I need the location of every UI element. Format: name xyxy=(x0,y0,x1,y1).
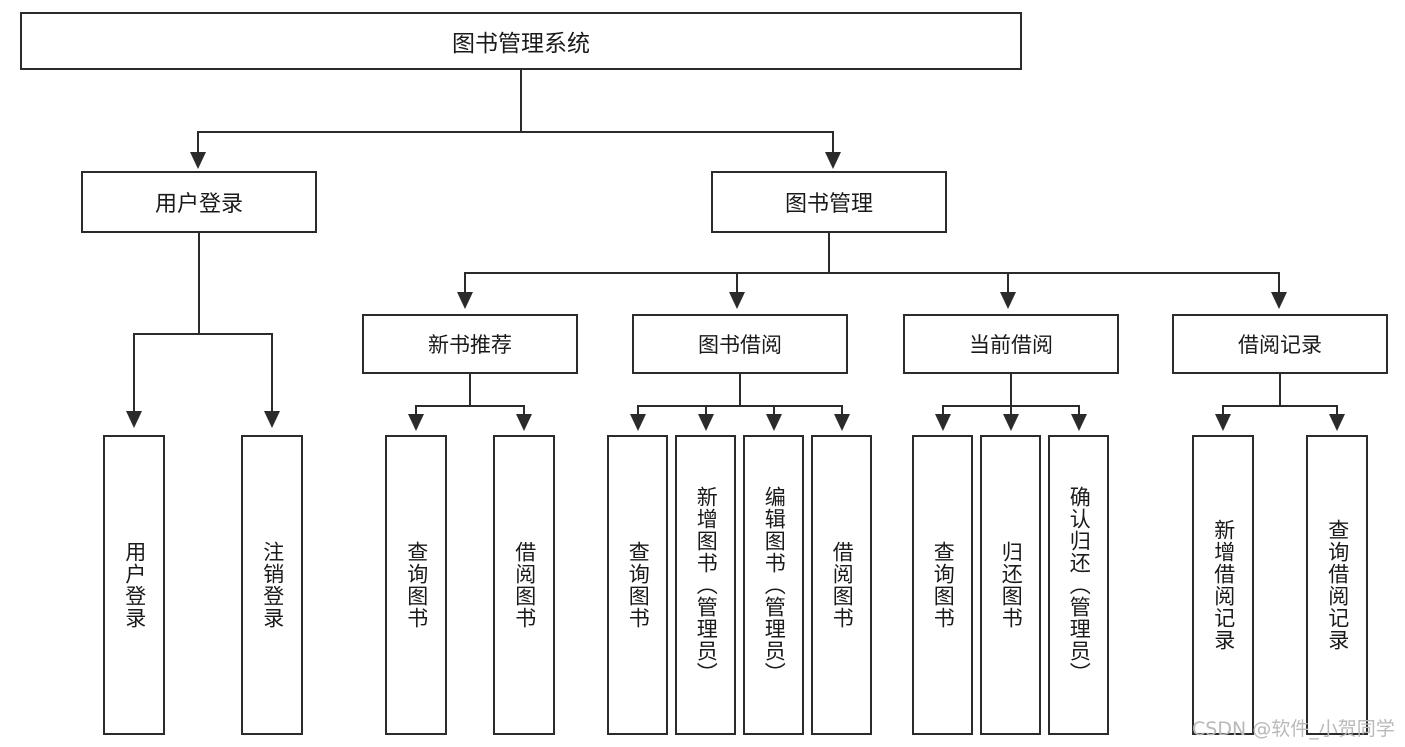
leaf-label: 新增图书（管理员） xyxy=(694,486,719,684)
edge-book-borrow-drop-2 xyxy=(705,405,707,417)
arrowhead-new-book-recommend xyxy=(457,292,473,309)
arrowhead-leaf-add-record xyxy=(1215,414,1231,431)
edge-current-borrow-drop-1 xyxy=(942,405,944,417)
arrowhead-leaf-borrow-book-1 xyxy=(516,414,532,431)
edge-current-borrow-drop-2 xyxy=(1010,405,1012,417)
leaf-query-borrow-record[interactable]: 查询借阅记录 xyxy=(1306,435,1368,735)
leaf-label: 归还图书 xyxy=(999,541,1024,629)
leaf-borrow-book-recommend[interactable]: 借阅图书 xyxy=(493,435,555,735)
edge-root-to-user-login xyxy=(197,131,199,154)
leaf-label: 编辑图书（管理员） xyxy=(762,486,787,684)
arrowhead-user-login xyxy=(190,152,206,169)
leaf-borrow-book[interactable]: 借阅图书 xyxy=(811,435,872,735)
leaf-label: 确认归还（管理员） xyxy=(1067,486,1092,684)
edge-root-bus xyxy=(197,131,834,133)
leaf-label: 查询图书 xyxy=(404,541,429,629)
leaf-add-borrow-record[interactable]: 新增借阅记录 xyxy=(1192,435,1254,735)
edge-user-login-drop-1 xyxy=(133,333,135,413)
node-label: 图书管理 xyxy=(784,192,873,217)
edge-book-borrow-bus xyxy=(637,405,843,407)
arrowhead-leaf-add-book xyxy=(698,414,714,431)
edge-user-login-stem xyxy=(198,233,200,334)
leaf-edit-book-admin[interactable]: 编辑图书（管理员） xyxy=(743,435,804,735)
node-label: 图书借阅 xyxy=(698,333,782,357)
edge-current-borrow-drop-3 xyxy=(1078,405,1080,417)
arrowhead-leaf-user-login xyxy=(126,411,142,428)
leaf-return-book[interactable]: 归还图书 xyxy=(980,435,1041,735)
leaf-label: 借阅图书 xyxy=(830,541,855,629)
leaf-add-book-admin[interactable]: 新增图书（管理员） xyxy=(675,435,736,735)
node-label: 当前借阅 xyxy=(969,333,1053,357)
arrowhead-book-borrow xyxy=(729,292,745,309)
leaf-label: 新增借阅记录 xyxy=(1211,519,1236,651)
edge-borrow-record-drop-1 xyxy=(1222,405,1224,417)
arrowhead-leaf-logout xyxy=(264,411,280,428)
leaf-label: 查询图书 xyxy=(626,541,651,629)
edge-book-borrow-drop-3 xyxy=(773,405,775,417)
arrowhead-leaf-borrow-book-2 xyxy=(834,414,850,431)
node-book-borrow[interactable]: 图书借阅 xyxy=(632,314,848,374)
edge-user-login-bus xyxy=(133,333,272,335)
leaf-label: 查询借阅记录 xyxy=(1325,519,1350,651)
arrowhead-leaf-confirm-return xyxy=(1071,414,1087,431)
node-label: 图书管理系统 xyxy=(452,31,590,57)
edge-borrow-record-drop-2 xyxy=(1336,405,1338,417)
arrowhead-leaf-edit-book xyxy=(766,414,782,431)
edge-book-mgmt-stem xyxy=(828,233,830,273)
arrowhead-leaf-query-book-3 xyxy=(935,414,951,431)
leaf-label: 查询图书 xyxy=(931,541,956,629)
edge-book-borrow-drop-1 xyxy=(637,405,639,417)
edge-borrow-record-bus xyxy=(1222,405,1338,407)
node-new-book-recommend[interactable]: 新书推荐 xyxy=(362,314,578,374)
leaf-logout[interactable]: 注销登录 xyxy=(241,435,303,735)
arrowhead-book-mgmt xyxy=(825,152,841,169)
arrowhead-current-borrow xyxy=(1000,292,1016,309)
node-label: 借阅记录 xyxy=(1238,333,1322,357)
edge-book-borrow-drop-4 xyxy=(841,405,843,417)
edge-user-login-drop-2 xyxy=(271,333,273,413)
edge-new-book-drop-1 xyxy=(415,405,417,417)
leaf-query-book-borrow[interactable]: 查询图书 xyxy=(607,435,668,735)
leaf-confirm-return-admin[interactable]: 确认归还（管理员） xyxy=(1048,435,1109,735)
node-user-login[interactable]: 用户登录 xyxy=(81,171,317,233)
leaf-label: 借阅图书 xyxy=(512,541,537,629)
edge-bus-drop-borrow-record xyxy=(1278,272,1280,294)
leaf-label: 用户登录 xyxy=(122,541,147,629)
edge-bus-drop-new-book xyxy=(464,272,466,294)
edge-root-to-book-mgmt xyxy=(832,131,834,154)
leaf-label: 注销登录 xyxy=(260,541,285,629)
edge-bus-drop-book-borrow xyxy=(736,272,738,294)
node-label: 用户登录 xyxy=(154,192,243,217)
node-root-system[interactable]: 图书管理系统 xyxy=(20,12,1022,70)
edge-new-book-bus xyxy=(415,405,525,407)
arrowhead-leaf-query-book-2 xyxy=(630,414,646,431)
leaf-query-book-recommend[interactable]: 查询图书 xyxy=(385,435,447,735)
edge-current-borrow-stem xyxy=(1010,374,1012,406)
arrowhead-leaf-query-record xyxy=(1329,414,1345,431)
leaf-query-book-current[interactable]: 查询图书 xyxy=(912,435,973,735)
edge-root-stem xyxy=(520,70,522,132)
node-borrow-record[interactable]: 借阅记录 xyxy=(1172,314,1388,374)
arrowhead-leaf-return-book xyxy=(1003,414,1019,431)
edge-new-book-stem xyxy=(469,374,471,406)
node-book-management[interactable]: 图书管理 xyxy=(711,171,947,233)
edge-bus-drop-current-borrow xyxy=(1007,272,1009,294)
node-current-borrow[interactable]: 当前借阅 xyxy=(903,314,1119,374)
arrowhead-borrow-record xyxy=(1271,292,1287,309)
edge-new-book-drop-2 xyxy=(523,405,525,417)
edge-book-borrow-stem xyxy=(739,374,741,406)
node-label: 新书推荐 xyxy=(428,333,512,357)
edge-book-mgmt-bus xyxy=(464,272,1280,274)
arrowhead-leaf-query-book-1 xyxy=(408,414,424,431)
leaf-user-login[interactable]: 用户登录 xyxy=(103,435,165,735)
edge-borrow-record-stem xyxy=(1279,374,1281,406)
